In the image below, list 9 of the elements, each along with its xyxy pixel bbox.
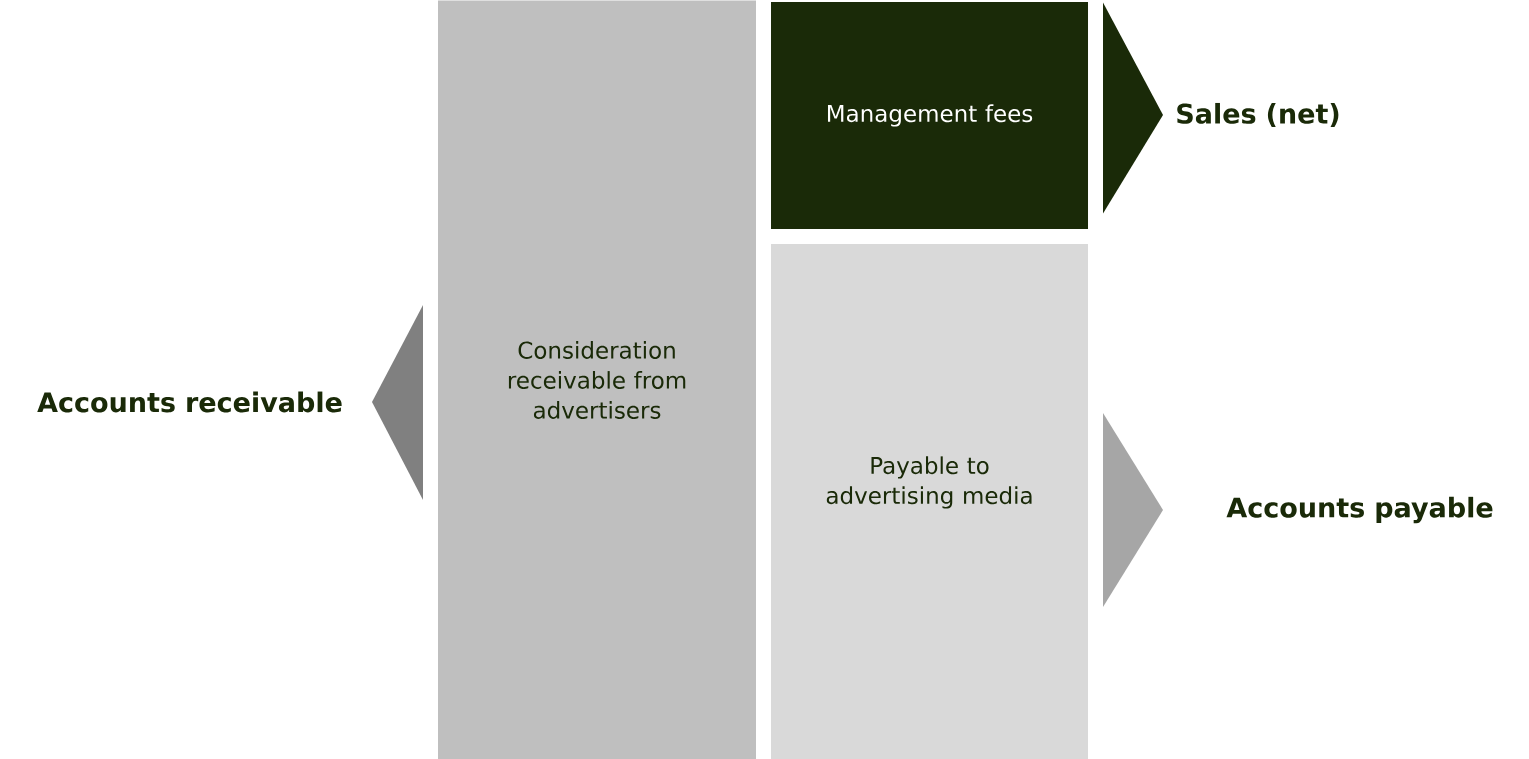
arrow — [372, 305, 423, 500]
bold-label: Accounts payable — [1226, 496, 1493, 524]
bold-label: Accounts receivable — [37, 391, 342, 413]
arrow — [1103, 2, 1163, 214]
arrow — [1103, 413, 1163, 607]
text-box: Management fees — [771, 2, 1088, 229]
bold-label: Sales (net) — [1177, 102, 1339, 128]
text-box: Consideration receivable from advertisers — [438, 0, 756, 759]
text-box: Payable to advertising media — [771, 244, 1088, 759]
